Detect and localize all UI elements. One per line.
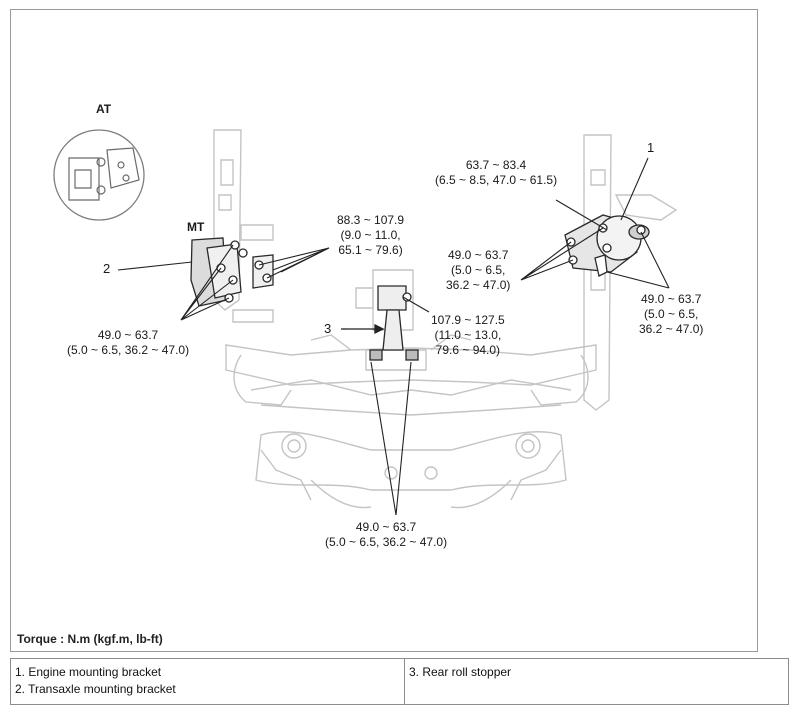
at-detail-circle — [53, 129, 145, 221]
legend-table: 1. Engine mounting bracket 2. Transaxle … — [10, 658, 789, 705]
torque-bottom: 49.0 ~ 63.7 (5.0 ~ 6.5, 36.2 ~ 47.0) — [325, 520, 448, 549]
legend-left-cell: 1. Engine mounting bracket 2. Transaxle … — [10, 658, 405, 705]
torque-roll-stopper: 107.9 ~ 127.5 (11.0 ~ 13.0, 79.6 ~ 94.0) — [431, 313, 505, 357]
torque-left: 49.0 ~ 63.7 (5.0 ~ 6.5, 36.2 ~ 47.0) — [67, 328, 190, 357]
roll-stopper-pedestal — [372, 269, 414, 331]
transaxle-bracket-mt — [190, 237, 274, 307]
rear-roll-stopper — [369, 285, 419, 361]
at-label: AT — [96, 102, 112, 116]
legend-item-transaxle-mounting-bracket: 2. Transaxle mounting bracket — [15, 682, 176, 696]
callout-3: 3 — [324, 321, 332, 336]
legend-item-rear-roll-stopper: 3. Rear roll stopper — [409, 665, 512, 679]
torque-right-mid: 49.0 ~ 63.7 (5.0 ~ 6.5, 36.2 ~ 47.0) — [446, 248, 511, 292]
diagram-figure: AT MT 1 2 3 88.3 ~ 107.9 (9.0 ~ 11.0, 65… — [10, 9, 758, 652]
legend-right-cell: 3. Rear roll stopper — [404, 658, 789, 705]
torque-right-low: 49.0 ~ 63.7 (5.0 ~ 6.5, 36.2 ~ 47.0) — [639, 292, 704, 336]
torque-unit-note: Torque : N.m (kgf.m, lb-ft) — [17, 632, 163, 646]
torque-top-center: 88.3 ~ 107.9 (9.0 ~ 11.0, 65.1 ~ 79.6) — [337, 213, 405, 257]
torque-right-top: 63.7 ~ 83.4 (6.5 ~ 8.5, 47.0 ~ 61.5) — [435, 158, 558, 187]
callout-2: 2 — [103, 261, 111, 276]
engine-mounting-bracket — [564, 214, 650, 277]
rear-crossmember — [255, 431, 567, 491]
legend-item-engine-mounting-bracket: 1. Engine mounting bracket — [15, 665, 162, 679]
right-side-rail — [583, 134, 612, 411]
mt-label: MT — [187, 220, 205, 234]
subframe-drawing — [53, 129, 678, 516]
callout-1: 1 — [647, 140, 655, 155]
